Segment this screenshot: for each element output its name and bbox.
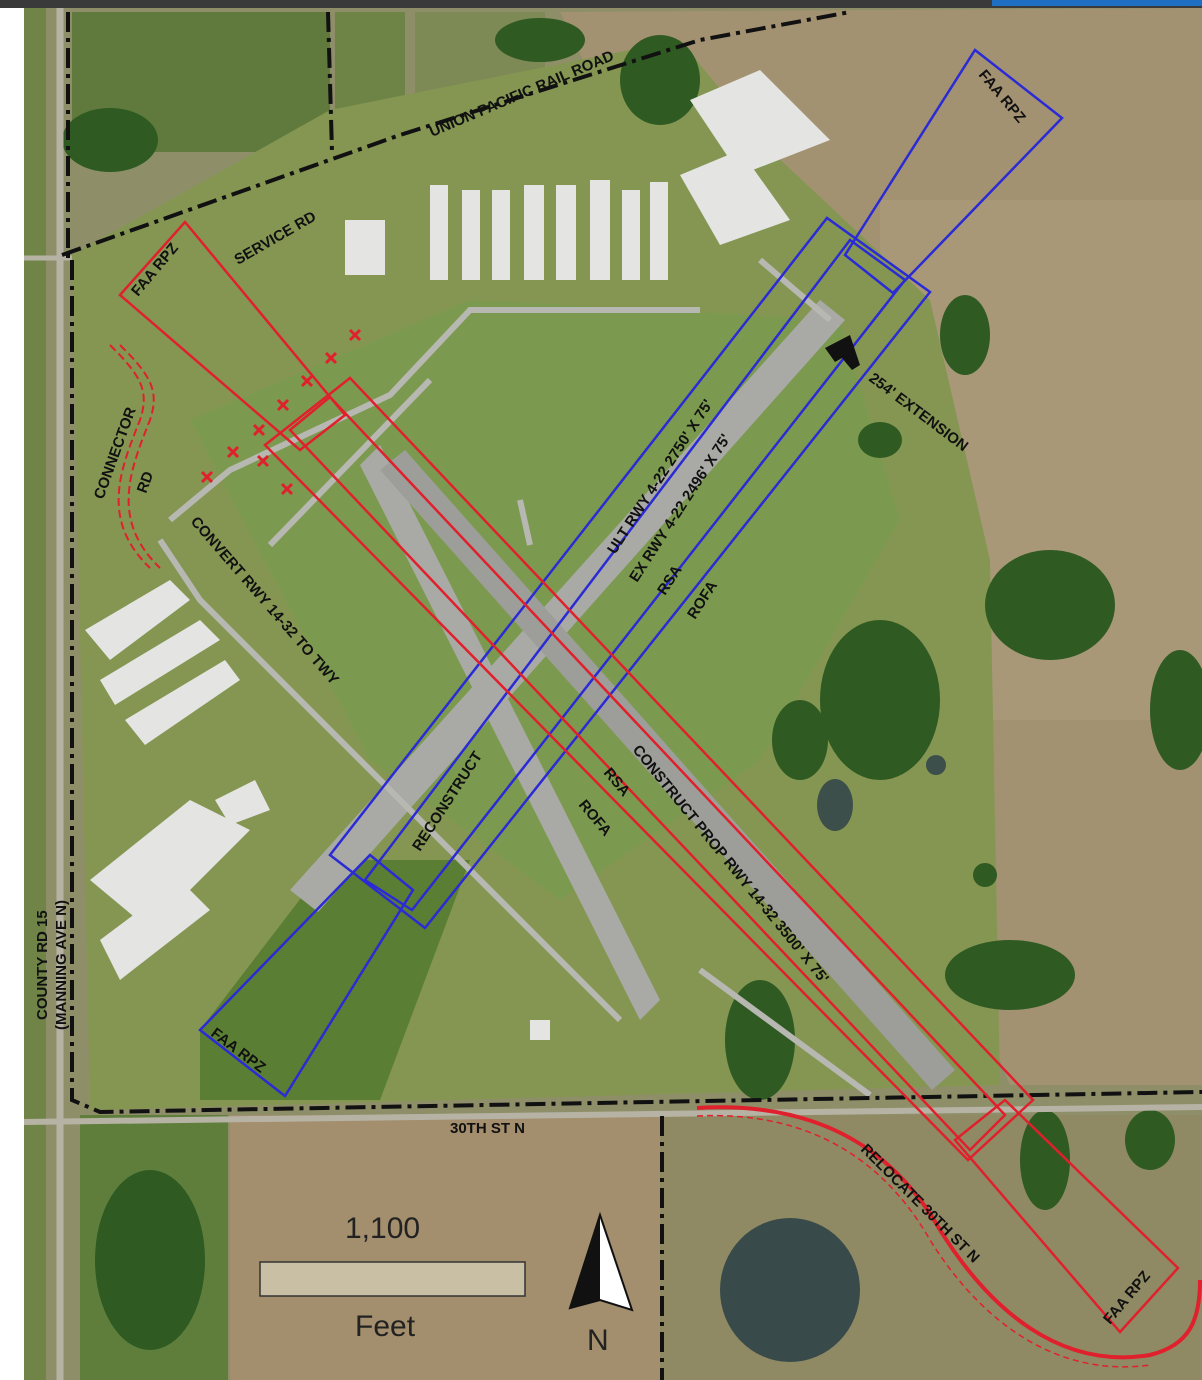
- red-rsa: [288, 395, 1007, 1152]
- red-rofa: [263, 376, 1035, 1162]
- blue-rpz-ne: [843, 48, 1064, 295]
- runway-14-32-outlines: [118, 220, 1180, 1334]
- scale-bar: 1,100 Feet: [259, 1212, 526, 1343]
- roads: [23, 8, 1202, 1380]
- north-arrow: N: [568, 1211, 634, 1357]
- pond: [720, 1218, 860, 1362]
- hangars: [85, 70, 830, 1040]
- county-road-label: COUNTY RD 15: [34, 910, 51, 1020]
- blue-rsa: [363, 238, 907, 912]
- 30th-street-label: 30TH ST N: [450, 1120, 525, 1137]
- runway-4-22-outlines: [198, 48, 1064, 1098]
- county-road-label-2: (MANNING AVE N): [53, 900, 70, 1030]
- relocate-30th-road: [696, 1105, 1202, 1360]
- tree-clusters: [62, 18, 1202, 1350]
- blue-rpz-sw: [198, 853, 415, 1098]
- extension-arrow: [825, 335, 860, 370]
- removal-marks: [200, 328, 362, 496]
- scale-distance: 1,100: [345, 1212, 420, 1245]
- red-rpz-se: [953, 1098, 1180, 1334]
- taxiways: [157, 257, 872, 1098]
- property-boundary: [61, 10, 1202, 1380]
- connector-road: [109, 344, 151, 569]
- runway-14-32: [360, 445, 955, 1090]
- connector-road-label-2: RD: [134, 469, 157, 495]
- scale-unit: Feet: [355, 1310, 416, 1343]
- runway-4-22: [290, 300, 845, 912]
- red-rpz-nw: [118, 220, 347, 452]
- north-label: N: [587, 1324, 609, 1357]
- blue-rofa: [328, 216, 932, 930]
